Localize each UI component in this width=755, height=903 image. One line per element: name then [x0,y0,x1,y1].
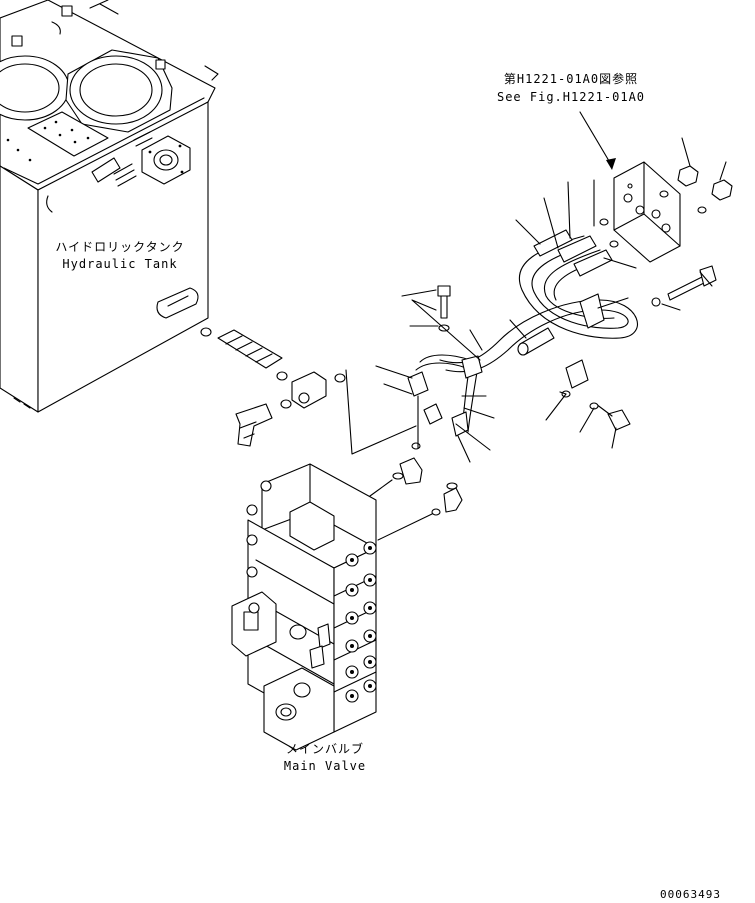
hydraulic-tank [0,0,219,413]
mounting-bracket [599,161,733,307]
reference-label-en: See Fig.H1221-01A0 [496,90,646,104]
tank-outlet-fittings [200,327,346,447]
main-valve-label-en: Main Valve [283,759,367,773]
bolts-and-washers [392,285,631,516]
hydraulic-tank-label-en: Hydraulic Tank [62,257,178,271]
reference-label-jp: 第H1221-01A0図参照 [503,72,639,86]
main-valve-body [231,463,377,751]
hydraulic-tank-label-jp: ハイドロリックタンク [55,240,185,254]
hose-assembly [407,229,638,437]
leader-lines [375,111,727,463]
connection-lines [345,299,567,541]
main-valve-label-jp: メインバルブ [285,742,364,756]
drawing-number: 00063493 [660,888,721,901]
